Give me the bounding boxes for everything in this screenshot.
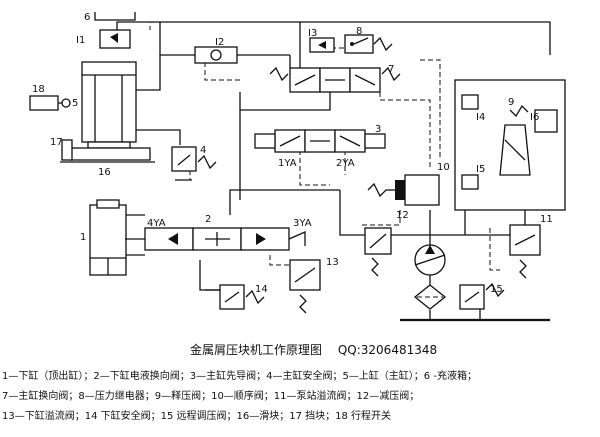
label-13: 13	[326, 257, 339, 268]
check-valves	[194, 37, 335, 64]
lower-relief-valve	[289, 259, 321, 314]
slide-block	[60, 139, 155, 163]
pressure-reducing-valve	[364, 227, 392, 277]
label-5: 5	[72, 98, 78, 109]
label-6: 6	[84, 12, 90, 23]
caption-title: 金属屑压块机工作原理图	[190, 343, 323, 357]
pump-relief-valve	[509, 224, 541, 279]
legend-line-2: 7—主缸换向阀；8—压力继电器；9—释压阀；10—顺序阀；11—泵站溢流阀；12…	[2, 391, 420, 402]
main-directional-valve	[269, 66, 401, 93]
label-10: 10	[437, 162, 450, 173]
label-16: 16	[98, 167, 111, 178]
label-I5: I5	[476, 164, 485, 175]
label-14: 14	[255, 284, 268, 295]
lower-directional-valve	[125, 227, 306, 251]
label-18: 18	[32, 84, 45, 95]
label-2: 2	[205, 214, 211, 225]
main-cylinder	[81, 61, 137, 149]
pressure-relay	[344, 34, 393, 54]
lower-safety-valve	[205, 284, 265, 310]
label-7: 7	[388, 64, 394, 75]
travel-switch	[29, 95, 71, 111]
diagram-caption: 金属屑压块机工作原理图 QQ:3206481348	[190, 341, 449, 358]
legend-line-3: 13—下缸溢流阀；14 下缸安全阀；15 远程调压阀；16—滑块；17 挡块；1…	[2, 411, 392, 422]
label-4YA: 4YA	[147, 218, 166, 229]
main-safety-valve	[171, 146, 217, 181]
release-valve-block	[454, 79, 566, 211]
label-2YA: 2YA	[336, 158, 355, 169]
label-15: 15	[490, 284, 503, 295]
label-I3: I3	[308, 28, 317, 39]
caption-qq: QQ:3206481348	[337, 343, 438, 357]
label-3YA: 3YA	[293, 218, 312, 229]
label-17: 17	[50, 137, 63, 148]
label-I4: I4	[476, 112, 485, 123]
pump-and-filter	[413, 244, 447, 310]
label-I2: I2	[215, 37, 224, 48]
label-1: 1	[80, 232, 86, 243]
component-labels: 6 I1 8 I3 I2 7 18 5 17 16 4 3 1YA 2YA 9 …	[32, 12, 553, 295]
label-4: 4	[200, 145, 206, 156]
label-I1: I1	[76, 35, 85, 46]
label-I6: I6	[530, 112, 539, 123]
label-1YA: 1YA	[278, 158, 297, 169]
label-11: 11	[540, 214, 553, 225]
label-9: 9	[508, 97, 514, 108]
legend-line-1: 1—下缸（顶出缸）；2—下缸电液换向阀；3—主缸先导阀；4—主缸安全阀；5—上缸…	[2, 371, 477, 382]
sequence-valve	[367, 174, 440, 206]
label-12: 12	[396, 210, 409, 221]
hydraulic-schematic: 6 I1 8 I3 I2 7 18 5 17 16 4 3 1YA 2YA 9 …	[29, 12, 566, 322]
lower-cylinder	[89, 199, 127, 276]
remote-pressure-valve	[459, 282, 505, 310]
label-8: 8	[356, 26, 362, 37]
main-pilot-valve	[254, 129, 386, 153]
fill-tank	[94, 12, 136, 49]
label-3: 3	[375, 124, 381, 135]
